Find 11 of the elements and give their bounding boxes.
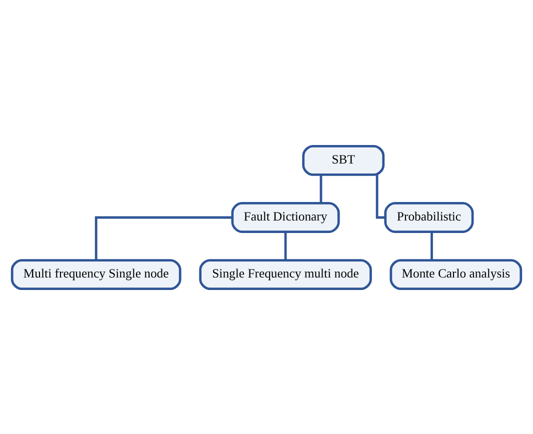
node-box: Fault Dictionary <box>231 202 340 232</box>
connector <box>430 231 433 260</box>
connector <box>94 216 232 260</box>
node-box: Single Frequency multi node <box>199 258 372 290</box>
connector <box>376 174 386 218</box>
node-box: Monte Carlo analysis <box>390 258 522 290</box>
node-box: Multi frequency Single node <box>10 258 182 290</box>
node-box: SBT <box>302 144 385 176</box>
connector <box>320 174 322 202</box>
node-box: Probabilistic <box>384 202 474 232</box>
connector <box>284 231 287 260</box>
